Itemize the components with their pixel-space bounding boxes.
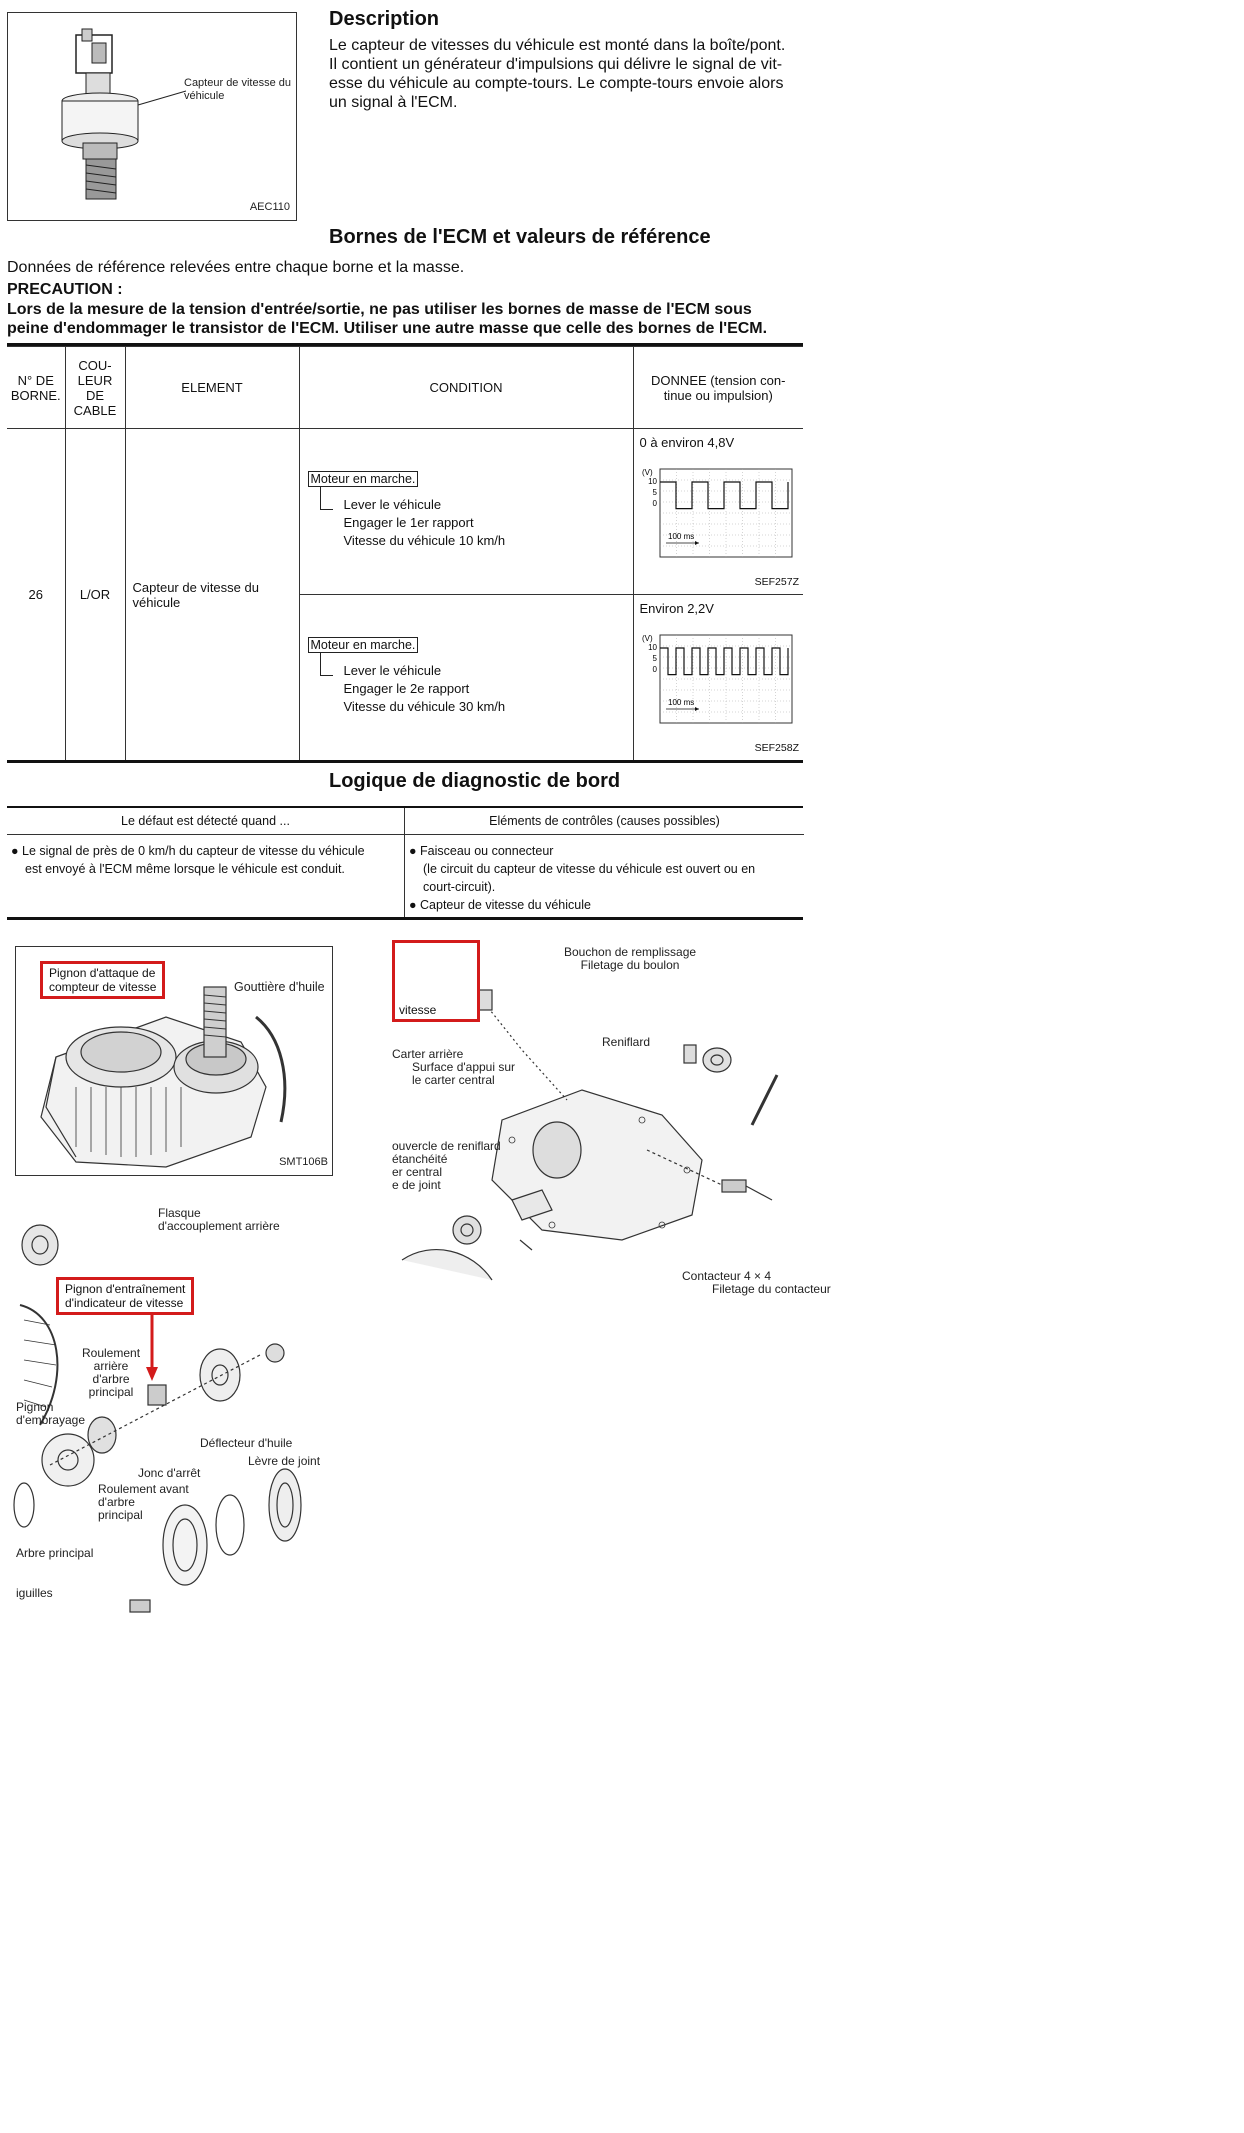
rear-case-illustration [401, 959, 779, 1281]
scope-time-label: 100 ms [668, 532, 694, 541]
breather-label: Reniflard [602, 1035, 651, 1049]
header-element: ELEMENT [124, 346, 300, 429]
oil-gutter-label: Gouttière d'huile [234, 980, 325, 994]
sensor-figure: Capteur de vitesse du véhicule AEC110 [7, 12, 297, 221]
scope-tick-label: 10 [648, 643, 657, 652]
diag-col1-text: ● Le signal de près de 0 km/h du capteur… [11, 844, 365, 876]
diag-divider [404, 834, 405, 918]
vehicle-speed-sensor-illustration [61, 28, 187, 200]
scope-time-arrowhead [694, 541, 699, 545]
main-shaft-label: Arbre principal [16, 1546, 94, 1560]
diag-col2-text: ● Faisceau ou connecteur (le circuit du … [409, 844, 756, 912]
waveform-code: SEF258Z [754, 742, 799, 754]
condition-steps: Lever le véhicule Engager le 1er rapport… [343, 497, 506, 548]
cell-condition-2: Moteur en marche. Lever le véhicule Enga… [298, 594, 634, 761]
diag-top-rule [7, 806, 803, 808]
sensor-figure-label: Capteur de vitesse du véhicule [184, 77, 292, 102]
waveform-plot: (V)10 5 0 100 ms [642, 468, 792, 558]
scope-unit: (V) [642, 634, 653, 643]
seal-lip-label: Lèvre de joint [248, 1454, 321, 1468]
cell-couleur: L/OR [64, 428, 126, 761]
cell-donnee-2: Environ 2,2V (V)10 5 0 100 ms SEF258Z [632, 594, 803, 761]
scope-time-arrowhead [694, 707, 699, 711]
table-bottom-rule [7, 760, 803, 763]
speed-sensor-callout: vitesse [392, 940, 480, 1022]
scope-tick-label: 5 [652, 654, 657, 663]
ecm-intro: Données de référence relevées entre chaq… [7, 259, 465, 276]
sensor-figure-code: AEC110 [249, 201, 290, 213]
ecm-heading: Bornes de l'ECM et valeurs de référence [329, 226, 711, 248]
precaution-line: Lors de la mesure de la tension d'entrée… [7, 301, 752, 318]
condition-bracket [319, 487, 333, 510]
precaution-title: PRECAUTION : [7, 281, 123, 298]
condition-box: Moteur en marche. [307, 637, 419, 653]
diag-col1-header: Le défaut est détecté quand ... [7, 808, 404, 835]
waveform-plot: (V)10 5 0 100 ms [642, 634, 792, 724]
oil-deflector-label: Déflecteur d'huile [200, 1436, 293, 1450]
description-text: Le capteur de vitesses du véhicule est m… [329, 36, 809, 112]
diag-heading: Logique de diagnostic de bord [329, 770, 621, 792]
snap-ring-label: Jonc d'arrêt [138, 1466, 201, 1480]
diag-table: Le défaut est détecté quand ... Eléments… [7, 808, 804, 918]
scope-tick-label: 0 [652, 665, 657, 674]
gearbox-illustration [40, 986, 287, 1168]
diag-bottom-rule [7, 917, 803, 920]
precaution-line: peine d'endommager le transistor de l'EC… [7, 320, 768, 337]
description-line: un signal à l'ECM. [329, 94, 458, 111]
scope-tick-label: 5 [652, 488, 657, 497]
description-line: esse du véhicule au compte-tours. Le com… [329, 75, 784, 92]
needles-label: iguilles [16, 1586, 53, 1600]
cell-donnee-1: 0 à environ 4,8V (V)10 5 0 100 ms SEF257Z [632, 428, 803, 595]
description-heading: Description [329, 8, 440, 30]
diag-col2-header: Eléments de contrôles (causes possibles) [404, 808, 804, 835]
table-row: Moteur en marche. Lever le véhicule Enga… [7, 594, 803, 761]
header-condition: CONDITION [298, 346, 634, 429]
donnee-value: Environ 2,2V [639, 601, 714, 616]
precaution-text: Lors de la mesure de la tension d'entrée… [7, 300, 807, 338]
header-donnee: DONNEE (tension con-tinue ou impulsion) [632, 346, 803, 429]
cell-condition-1: Moteur en marche. Lever le véhicule Enga… [298, 428, 634, 595]
main-shaft-illustration [13, 1224, 302, 1613]
description-line: Le capteur de vitesses du véhicule est m… [329, 37, 786, 54]
scope-waveform [659, 481, 789, 510]
table-top-rule [7, 343, 803, 346]
cell-borne: 26 [7, 428, 66, 761]
scope-tick-label: 10 [648, 477, 657, 486]
scope-waveform [659, 647, 789, 676]
condition-bracket [319, 653, 333, 676]
description-line: Il contient un générateur d'impulsions q… [329, 56, 783, 73]
scope-tick-label: 0 [652, 499, 657, 508]
gearbox-figure-code: SMT106B [279, 1156, 328, 1168]
condition-box: Moteur en marche. [307, 471, 419, 487]
scope-time-label: 100 ms [668, 698, 694, 707]
waveform-code: SEF257Z [754, 576, 799, 588]
donnee-value: 0 à environ 4,8V [639, 435, 735, 450]
condition-steps: Lever le véhicule Engager le 2e rapport … [343, 663, 506, 714]
scope-unit: (V) [642, 468, 653, 477]
